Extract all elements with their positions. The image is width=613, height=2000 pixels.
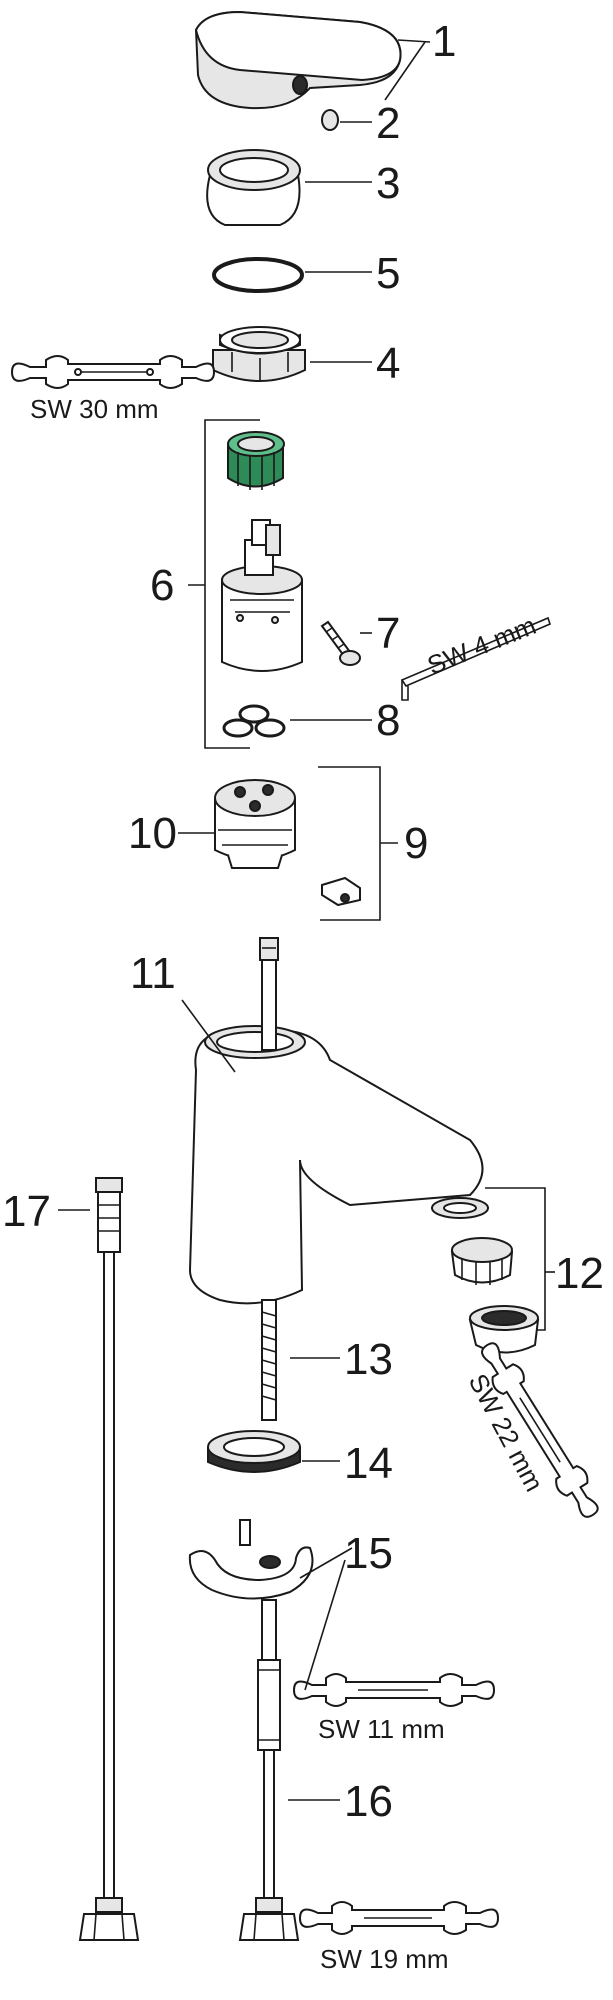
label-6: 6 <box>150 561 174 610</box>
label-15: 15 <box>344 1529 393 1578</box>
wrench-sw19-label: SW 19 mm <box>320 1944 449 1974</box>
wrench-sw30-label: SW 30 mm <box>30 394 159 424</box>
cover-cap-part <box>206 149 301 226</box>
wrench-sw11-label: SW 11 mm <box>318 1714 445 1744</box>
label-8: 8 <box>376 696 400 745</box>
threaded-rod-part <box>261 1299 277 1421</box>
label-2: 2 <box>376 99 400 148</box>
allen-key-sw4-label: SW 4 mm <box>423 610 540 681</box>
supply-hose-part <box>238 1599 300 1941</box>
label-1: 1 <box>432 17 456 66</box>
label-4: 4 <box>376 339 400 388</box>
bracket-12 <box>485 1187 546 1331</box>
cartridge-ring-part <box>227 431 285 490</box>
aerator-housing-part <box>468 1305 540 1354</box>
label-7: 7 <box>376 609 400 658</box>
o-ring-part <box>212 257 304 293</box>
mounting-bracket-part <box>188 1519 314 1600</box>
wrench-sw30 <box>10 355 216 389</box>
gasket-part <box>207 1430 301 1473</box>
label-3: 3 <box>376 159 400 208</box>
label-11: 11 <box>130 949 176 998</box>
leader-lines <box>58 39 431 1801</box>
threaded-nut-part <box>212 326 306 382</box>
wrench-sw19 <box>298 1901 500 1935</box>
diverter-clip-part <box>321 876 361 907</box>
aerator-insert-part <box>450 1237 514 1285</box>
bracket-6 <box>204 419 260 749</box>
seals-part <box>222 704 286 738</box>
aerator-washer-part <box>431 1197 489 1219</box>
allen-key-sw4 <box>400 616 551 701</box>
label-16: 16 <box>344 1777 393 1826</box>
label-5: 5 <box>376 249 400 298</box>
handle-part <box>194 10 402 110</box>
cartridge-part <box>221 519 303 672</box>
wrench-sw11 <box>292 1673 496 1707</box>
label-14: 14 <box>344 1439 393 1488</box>
label-10: 10 <box>128 809 177 858</box>
set-screw-part <box>321 109 339 131</box>
label-12: 12 <box>555 1249 604 1298</box>
screw-part <box>320 620 361 666</box>
faucet-body-part <box>188 937 484 1305</box>
label-13: 13 <box>344 1335 393 1384</box>
supply-hose-2-part <box>78 1177 140 1941</box>
label-9: 9 <box>404 819 428 868</box>
label-17: 17 <box>2 1187 51 1236</box>
wrench-sw22 <box>481 1342 599 1518</box>
cartridge-base-part <box>214 779 296 869</box>
